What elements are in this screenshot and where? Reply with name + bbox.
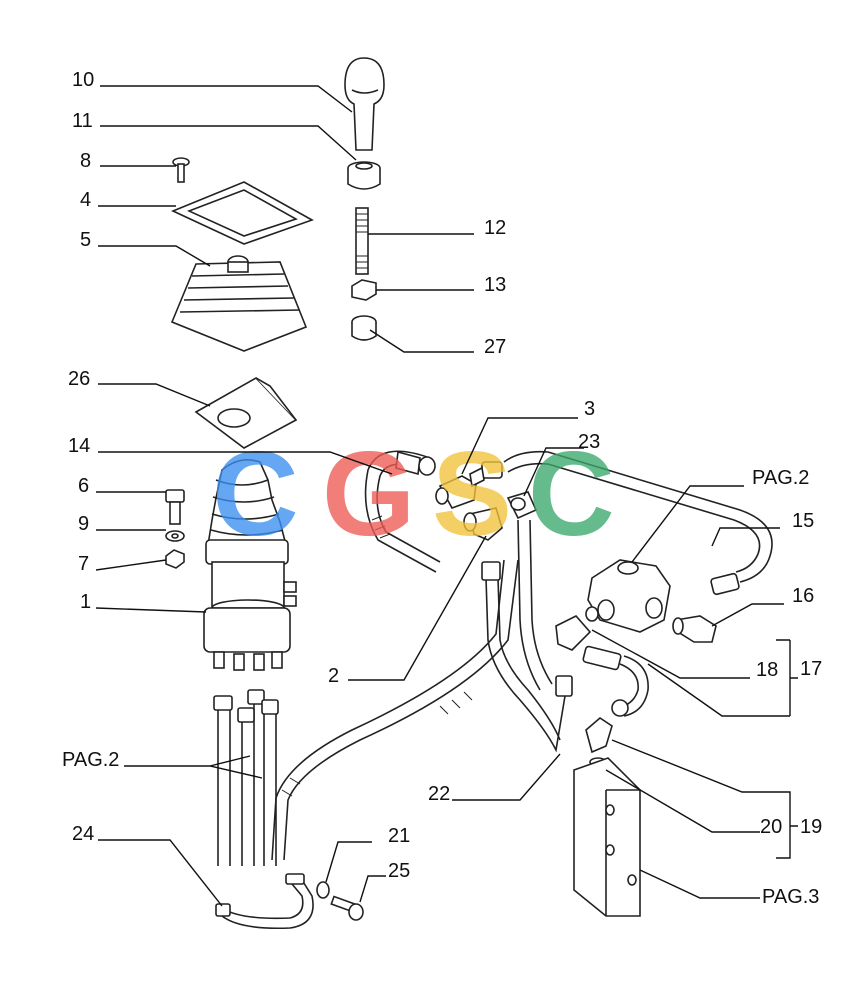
nut-part <box>351 279 377 301</box>
callout-6: 6 <box>78 475 89 497</box>
callout-24: 24 <box>72 823 94 845</box>
callout-2: 2 <box>328 665 339 687</box>
threaded-stud-part <box>355 207 369 275</box>
callout-labels: 10 11 8 4 5 12 13 27 26 14 3 23 6 9 7 1 … <box>62 69 822 908</box>
callout-11: 11 <box>72 110 93 132</box>
elbow-16-part <box>672 615 717 643</box>
callout-15: 15 <box>792 510 814 532</box>
callout-18: 18 <box>756 659 778 681</box>
tubes-bundle-part <box>213 689 279 866</box>
lever-knob-part <box>344 57 385 151</box>
callout-14: 14 <box>68 435 90 457</box>
elbow-fitting-part <box>463 491 538 541</box>
callout-26: 26 <box>68 368 90 390</box>
callout-4: 4 <box>80 189 91 211</box>
callout-3: 3 <box>584 398 595 420</box>
long-hose-part <box>271 559 519 861</box>
bolt-part <box>165 489 185 525</box>
watermark-letter-s: S <box>432 427 512 561</box>
watermark-letter-c2: C <box>528 427 615 561</box>
callout-5: 5 <box>80 229 91 251</box>
callout-pag2-left: PAG.2 <box>62 749 119 771</box>
callout-pag2-top: PAG.2 <box>752 467 809 489</box>
callout-23: 23 <box>578 431 600 453</box>
callout-pag3: PAG.3 <box>762 886 819 908</box>
callout-7: 7 <box>78 553 89 575</box>
callout-27: 27 <box>484 336 506 358</box>
rubber-boot-part <box>170 255 308 352</box>
leader-lines <box>95 85 798 907</box>
callout-25: 25 <box>388 860 410 882</box>
pipe-15-part <box>503 450 773 596</box>
callout-21: 21 <box>388 825 410 847</box>
callout-20: 20 <box>760 816 782 838</box>
joystick-valve-part <box>203 459 297 671</box>
hose-14-part <box>364 450 441 573</box>
callout-17: 17 <box>800 658 822 680</box>
callout-19: 19 <box>800 816 822 838</box>
washer-part <box>165 530 185 542</box>
lock-nut-part <box>165 549 185 569</box>
callout-1: 1 <box>80 591 91 613</box>
callout-16: 16 <box>792 585 814 607</box>
bolt-25-part <box>330 895 364 921</box>
callout-10: 10 <box>72 69 94 91</box>
gsc-watermark: C G S C <box>212 427 615 561</box>
watermark-letter-g: G <box>322 427 415 561</box>
diverter-valve-part <box>587 559 671 633</box>
tee-fitting-part <box>435 461 503 509</box>
callout-12: 12 <box>484 217 506 239</box>
callout-13: 13 <box>484 274 506 296</box>
bushing-part <box>347 161 381 190</box>
callout-8: 8 <box>80 150 91 172</box>
mounting-bracket-part <box>194 376 298 449</box>
pipe-22-part <box>481 519 573 753</box>
washer-21-part <box>316 881 330 899</box>
frame-plate-part <box>171 181 314 245</box>
callout-9: 9 <box>78 513 89 535</box>
fitting-18-part <box>555 606 649 717</box>
valve-block-part <box>573 757 641 917</box>
clamp-24-part <box>215 873 314 930</box>
screw-part <box>172 157 190 183</box>
watermark-letter-c1: C <box>212 427 299 561</box>
callout-22: 22 <box>428 783 450 805</box>
spacer-part <box>351 315 377 341</box>
